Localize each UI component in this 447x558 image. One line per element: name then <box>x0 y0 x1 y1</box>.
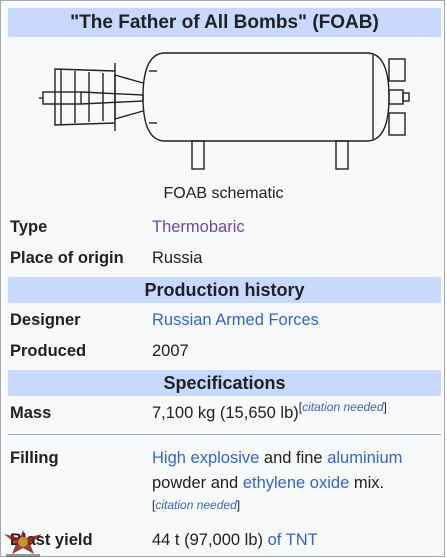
filling-text-3: mix. <box>349 474 385 492</box>
blast-yield-label: Blast yield <box>10 531 93 549</box>
mass-text: 7,100 kg (15,650 lb) <box>152 404 299 422</box>
designer-link[interactable]: Russian Armed Forces <box>152 311 319 329</box>
blast-yield-text: 44 t (97,000 lb) <box>152 531 268 549</box>
mass-citation: [citation needed] <box>298 400 387 414</box>
infobox-title: "The Father of All Bombs" (FOAB) <box>8 8 441 37</box>
row-divider <box>8 434 441 435</box>
production-history-header: Production history <box>8 277 441 303</box>
filling-line-2: powder and ethylene oxide mix. <box>152 471 442 496</box>
designer-label: Designer <box>10 311 81 329</box>
designer-value: Russian Armed Forces <box>152 308 442 332</box>
origin-value: Russia <box>152 249 203 267</box>
filling-text-2: powder and <box>152 474 243 492</box>
image-caption: FOAB schematic <box>163 185 284 202</box>
filling-text-1: and fine <box>259 449 328 467</box>
aluminium-link[interactable]: aluminium <box>327 449 403 467</box>
mass-label: Mass <box>10 404 52 422</box>
blast-yield-value: 44 t (97,000 lb) of TNT <box>152 528 442 552</box>
produced-label: Produced <box>10 342 87 360</box>
mass-value: 7,100 kg (15,650 lb)[citation needed] <box>152 401 442 425</box>
specifications-header: Specifications <box>8 370 441 396</box>
citation-needed-link-2[interactable]: citation needed <box>155 498 237 512</box>
high-explosive-link[interactable]: High explosive <box>152 449 260 467</box>
filling-line-1: High explosive and fine aluminium <box>152 446 442 471</box>
type-label: Type <box>10 218 48 236</box>
emblem-icon <box>4 530 42 557</box>
ethylene-oxide-link[interactable]: ethylene oxide <box>242 474 350 492</box>
citation-needed-link[interactable]: citation needed <box>302 400 384 414</box>
produced-value: 2007 <box>152 342 189 360</box>
type-link[interactable]: Thermobaric <box>152 218 245 236</box>
filling-citation: [citation needed] <box>152 498 241 512</box>
tnt-link[interactable]: of TNT <box>267 531 318 549</box>
filling-label: Filling <box>10 449 59 467</box>
filling-value: High explosive and fine aluminium powder… <box>152 446 442 514</box>
type-value: Thermobaric <box>152 215 442 239</box>
origin-label: Place of origin <box>10 249 124 267</box>
foab-schematic-image[interactable] <box>37 43 413 181</box>
